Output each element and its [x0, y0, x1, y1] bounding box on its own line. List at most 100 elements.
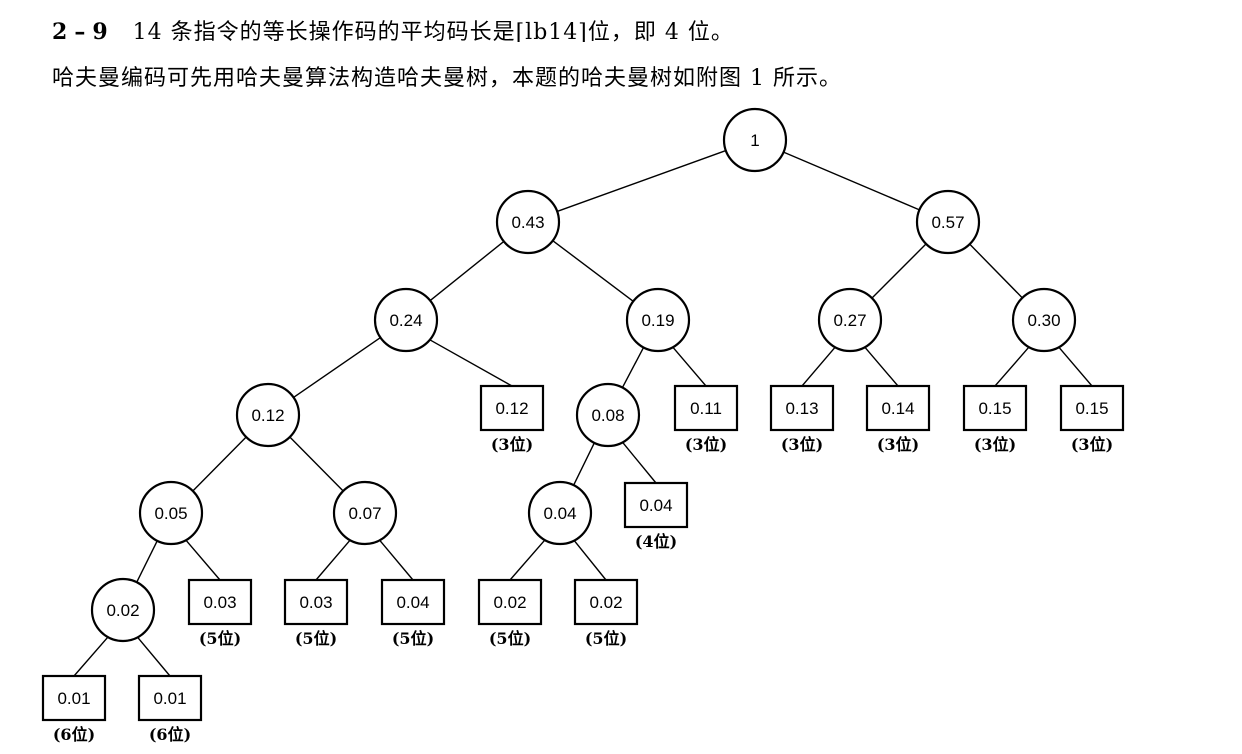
- tree-leaf-box: [479, 384, 545, 432]
- tree-node-circle: [625, 287, 691, 353]
- tree-edge: [315, 539, 351, 581]
- node-value-label: 0.01: [153, 689, 186, 708]
- node-value-label: 0.02: [589, 593, 622, 612]
- node-value-label: 0.14: [881, 399, 914, 418]
- problem-line-2: 哈夫曼编码可先用哈夫曼算法构造哈夫曼树，本题的哈夫曼树如附图 1 所示。: [52, 66, 842, 91]
- node-value-label: 0.08: [591, 406, 624, 425]
- tree-leaf-box: [41, 674, 107, 722]
- tree-leaf-box: [477, 578, 543, 626]
- node-value-label: 0.04: [396, 593, 429, 612]
- node-value-label: 0.02: [106, 601, 139, 620]
- tree-edge: [192, 436, 247, 492]
- tree-leaf-box: [573, 578, 639, 626]
- code-length-label: (3位): [781, 435, 823, 454]
- tree-edge: [969, 243, 1023, 299]
- code-length-label: (6位): [53, 725, 95, 744]
- tree-leaf-box: [283, 578, 349, 626]
- node-value-label: 0.43: [511, 213, 544, 232]
- node-value-label: 0.04: [639, 496, 672, 515]
- tree-edge: [783, 151, 920, 211]
- code-length-label: (6位): [149, 725, 191, 744]
- tree-leaf-box: [673, 384, 739, 432]
- node-value-label: 1: [750, 131, 759, 150]
- node-value-label: 0.03: [299, 593, 332, 612]
- tree-node-circle: [1011, 287, 1077, 353]
- tree-node-circle: [527, 480, 593, 546]
- tree-edge: [622, 441, 657, 484]
- tree-edge: [429, 339, 513, 387]
- tree-edge: [672, 346, 707, 387]
- tree-edge: [552, 240, 634, 302]
- tree-leaf-box: [769, 384, 835, 432]
- node-value-label: 0.12: [495, 399, 528, 418]
- tree-node-circle: [575, 382, 641, 448]
- code-length-label: (5位): [295, 629, 337, 648]
- tree-edge: [136, 540, 158, 583]
- node-value-label: 0.11: [690, 399, 722, 418]
- tree-edge: [509, 539, 546, 581]
- node-value-label: 0.03: [203, 593, 236, 612]
- tree-node-circle: [373, 287, 439, 353]
- tree-node-circle: [817, 287, 883, 353]
- code-length-label: (3位): [685, 435, 727, 454]
- tree-edge: [801, 346, 836, 387]
- node-value-label: 0.15: [1075, 399, 1108, 418]
- tree-edge: [621, 347, 645, 388]
- code-length-label: (5位): [392, 629, 434, 648]
- node-value-label: 0.19: [641, 311, 674, 330]
- tree-edge: [994, 346, 1030, 387]
- node-value-label: 0.01: [57, 689, 90, 708]
- tree-leaf-box: [962, 384, 1028, 432]
- problem-number: 2: [52, 19, 69, 45]
- problem-subnumber: 9: [92, 19, 109, 45]
- tree-edge: [573, 540, 607, 581]
- problem-dash: –: [74, 19, 87, 45]
- tree-edge: [293, 337, 381, 398]
- code-length-label: (3位): [974, 435, 1016, 454]
- code-length-label: (5位): [585, 629, 627, 648]
- node-value-label: 0.02: [493, 593, 526, 612]
- tree-edge: [573, 442, 595, 486]
- code-length-label: (4位): [635, 532, 677, 551]
- tree-leaf-box: [1059, 384, 1125, 432]
- tree-edge: [379, 539, 414, 581]
- tree-edge: [864, 346, 899, 387]
- tree-node-circle: [138, 480, 204, 546]
- tree-leaf-box: [865, 384, 931, 432]
- tree-leaf-box: [380, 578, 446, 626]
- tree-edge: [137, 636, 171, 677]
- node-value-label: 0.07: [348, 504, 381, 523]
- node-value-label: 0.57: [931, 213, 964, 232]
- node-value-label: 0.05: [154, 504, 187, 523]
- tree-leaf-box: [137, 674, 203, 722]
- node-value-label: 0.13: [785, 399, 818, 418]
- tree-edge: [1058, 346, 1093, 387]
- tree-edge: [429, 240, 505, 302]
- node-value-label: 0.24: [389, 311, 422, 330]
- tree-edge: [556, 149, 727, 213]
- problem-line-1: 2–9 14 条指令的等长操作码的平均码长是⌈lb14⌉位，即 4 位。: [52, 14, 734, 46]
- tree-edge: [73, 636, 109, 677]
- tree-edge: [871, 243, 927, 299]
- tree-leaf-box: [623, 481, 689, 529]
- tree-node-circle: [90, 577, 156, 643]
- code-length-label: (5位): [199, 629, 241, 648]
- node-value-label: 0.30: [1027, 311, 1060, 330]
- tree-node-circle: [235, 382, 301, 448]
- tree-node-circle: [915, 189, 981, 255]
- node-value-label: 0.27: [833, 311, 866, 330]
- tree-node-circle: [722, 107, 788, 173]
- node-value-label: 0.04: [543, 504, 576, 523]
- tree-edge: [185, 539, 221, 581]
- node-value-label: 0.12: [251, 406, 284, 425]
- tree-node-circle: [332, 480, 398, 546]
- code-length-label: (5位): [489, 629, 531, 648]
- code-length-label: (3位): [491, 435, 533, 454]
- tree-node-circle: [495, 189, 561, 255]
- node-value-label: 0.15: [978, 399, 1011, 418]
- problem-statement: 14 条指令的等长操作码的平均码长是⌈lb14⌉位，即 4 位。: [132, 20, 734, 45]
- tree-edge: [289, 436, 344, 492]
- code-length-label: (3位): [1071, 435, 1113, 454]
- code-length-label: (3位): [877, 435, 919, 454]
